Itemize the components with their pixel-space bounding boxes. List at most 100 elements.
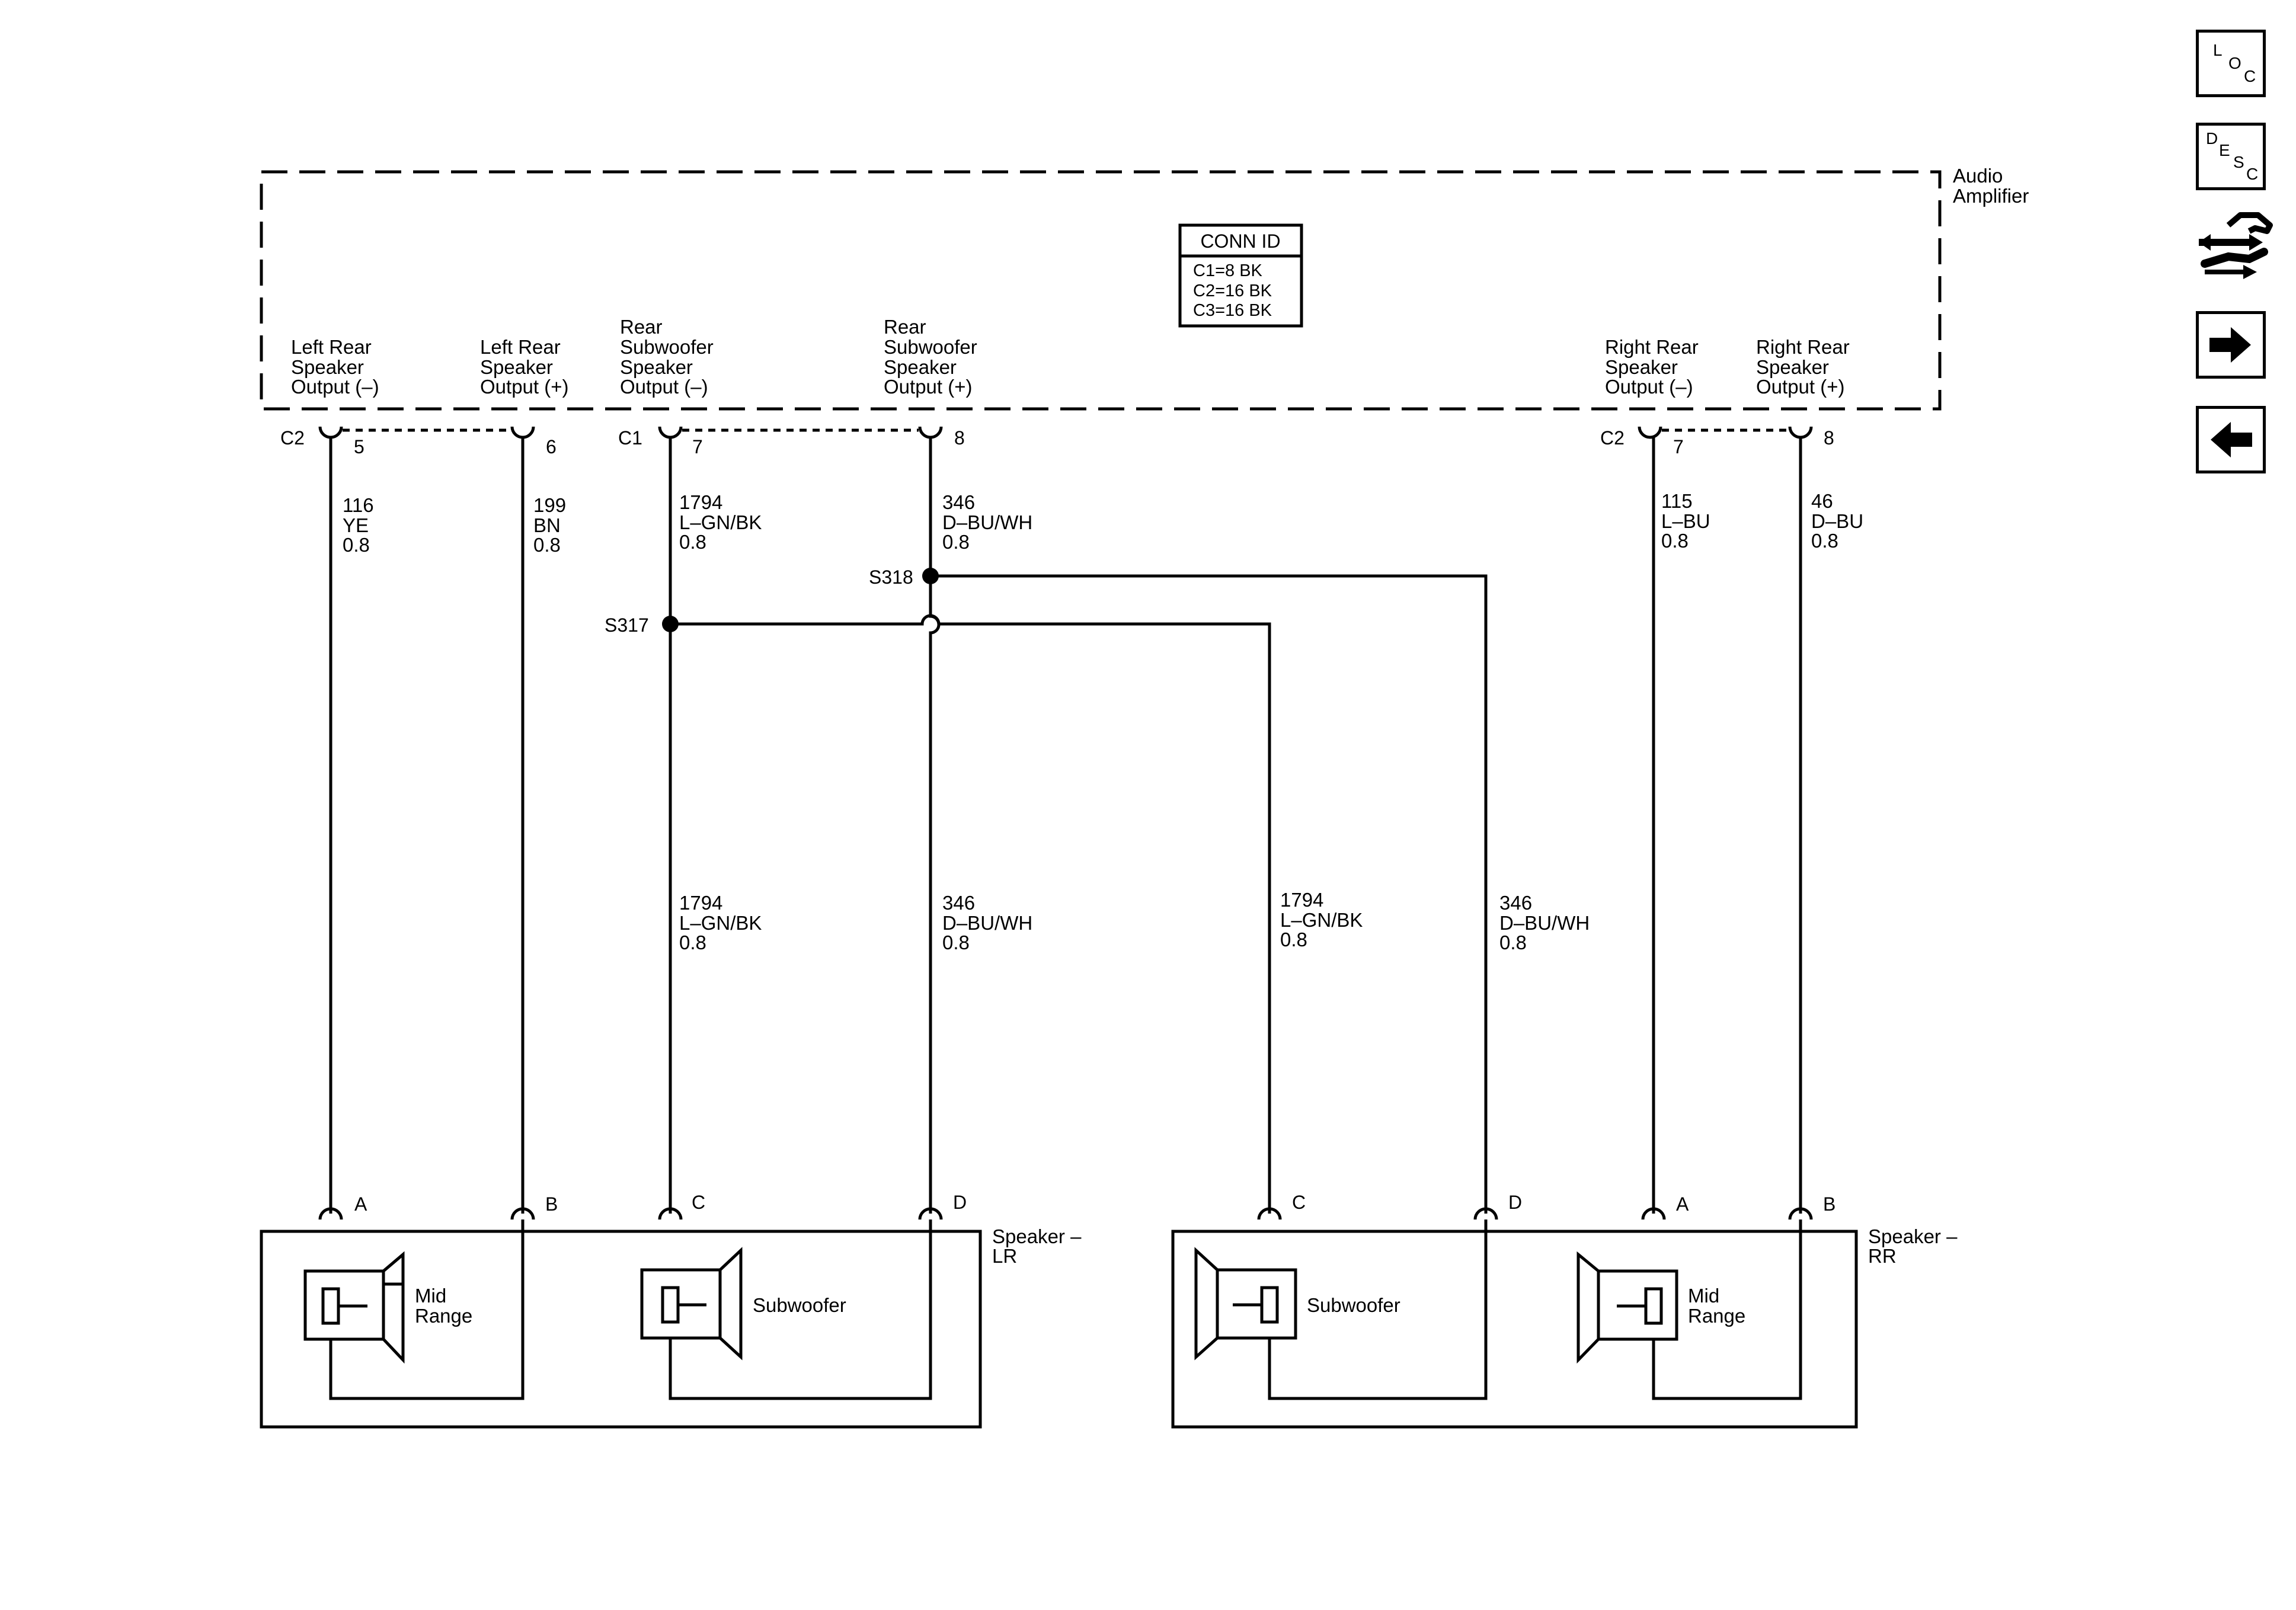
svg-text:0.8: 0.8 [1661, 530, 1689, 552]
speaker-lr-box [260, 1230, 982, 1429]
svg-text:0.8: 0.8 [679, 932, 706, 953]
connector-swap-icon [2199, 212, 2273, 279]
desc-letter: E [2219, 141, 2230, 159]
svg-text:Speaker: Speaker [291, 356, 364, 378]
conn-id-title: CONN ID [1200, 231, 1280, 252]
speaker-lr-midrange-icon [303, 1251, 405, 1364]
loc-button[interactable]: L O C [2196, 30, 2266, 97]
amplifier-outline [260, 170, 1942, 411]
svg-text:1794: 1794 [1280, 889, 1323, 911]
svg-text:Output (–): Output (–) [1605, 376, 1693, 398]
svg-text:0.8: 0.8 [1280, 929, 1307, 950]
speaker-pin: A [354, 1193, 367, 1215]
output-label-lr-plus: Left Rear Speaker Output (+) [480, 336, 568, 398]
connector-name: C1 [618, 427, 642, 449]
speaker-pin: B [545, 1193, 558, 1215]
wires [329, 437, 1802, 1214]
subwoofer-label: Subwoofer [1307, 1294, 1400, 1316]
svg-text:Speaker: Speaker [620, 356, 693, 378]
conn-id-row: C1=8 BK [1193, 261, 1263, 280]
svg-text:YE: YE [343, 514, 369, 536]
svg-text:346: 346 [942, 892, 975, 914]
speaker-pin: D [1508, 1192, 1522, 1213]
conn-id-row: C2=16 BK [1193, 281, 1272, 300]
svg-text:L–BU: L–BU [1661, 510, 1710, 532]
svg-text:Speaker: Speaker [480, 356, 553, 378]
svg-text:0.8: 0.8 [679, 531, 706, 553]
svg-text:Output (+): Output (+) [884, 376, 972, 398]
svg-text:Speaker: Speaker [1605, 356, 1678, 378]
speaker-lr-name: LR [992, 1245, 1017, 1267]
svg-text:0.8: 0.8 [942, 531, 970, 553]
svg-text:D–BU/WH: D–BU/WH [942, 511, 1032, 533]
svg-text:1794: 1794 [679, 892, 722, 914]
svg-text:Speaker: Speaker [1756, 356, 1829, 378]
desc-letter: C [2246, 165, 2259, 183]
svg-text:346: 346 [942, 491, 975, 513]
midrange-label: Mid [415, 1285, 446, 1307]
next-page-button[interactable] [2196, 311, 2266, 379]
svg-text:Right Rear: Right Rear [1605, 336, 1699, 358]
svg-text:Speaker: Speaker [884, 356, 957, 378]
svg-text:0.8: 0.8 [533, 534, 561, 556]
svg-text:Subwoofer: Subwoofer [884, 336, 977, 358]
pin-number: 7 [692, 436, 703, 457]
amp-terminals [318, 426, 1813, 439]
conn-id-table: CONN ID C1=8 BK C2=16 BK C3=16 BK [1178, 223, 1303, 328]
speaker-pin: D [953, 1192, 967, 1213]
subwoofer-label: Subwoofer [753, 1294, 846, 1316]
wire-label-1794-rr: 1794 L–GN/BK 0.8 [1280, 889, 1363, 950]
output-label-sub-plus: Rear Subwoofer Speaker Output (+) [884, 316, 977, 398]
connector-swap-button[interactable] [2193, 210, 2276, 281]
speaker-rr-name: Speaker – [1868, 1225, 1958, 1247]
arrow-right-icon [2209, 327, 2251, 363]
svg-text:L–GN/BK: L–GN/BK [679, 912, 762, 934]
wire-label-346-lower: 346 D–BU/WH 0.8 [942, 892, 1032, 953]
svg-text:D–BU/WH: D–BU/WH [1499, 912, 1590, 934]
speaker-pin: A [1676, 1193, 1689, 1215]
connector-name: C2 [280, 427, 305, 449]
output-label-rr-plus: Right Rear Speaker Output (+) [1756, 336, 1850, 398]
loc-letter: O [2228, 54, 2241, 72]
speaker-rr-midrange-icon [1576, 1251, 1678, 1364]
wire-label-346: 346 D–BU/WH 0.8 [942, 491, 1032, 553]
svg-text:L–GN/BK: L–GN/BK [679, 511, 762, 533]
conn-id-row: C3=16 BK [1193, 301, 1272, 320]
svg-text:Output (+): Output (+) [1756, 376, 1844, 398]
splice-s317-dot [662, 616, 679, 632]
output-label-lr-minus: Left Rear Speaker Output (–) [291, 336, 379, 398]
desc-letter: S [2233, 153, 2244, 171]
svg-text:Output (–): Output (–) [620, 376, 708, 398]
wire-label-1794-lower: 1794 L–GN/BK 0.8 [679, 892, 762, 953]
desc-letter: D [2206, 129, 2218, 148]
pin-number: 8 [1824, 427, 1834, 449]
connector-name: C2 [1600, 427, 1625, 449]
svg-text:199: 199 [533, 494, 566, 516]
svg-text:116: 116 [343, 494, 374, 516]
wire-label-346-rr: 346 D–BU/WH 0.8 [1499, 892, 1590, 953]
speaker-pin: C [1292, 1192, 1306, 1213]
svg-text:Rear: Rear [620, 316, 663, 338]
speaker-pin: B [1823, 1193, 1835, 1215]
pin-number: 7 [1673, 436, 1684, 457]
speaker-pin: C [692, 1192, 705, 1213]
wire-label-46: 46 D–BU 0.8 [1811, 490, 1863, 552]
speaker-rr-internal-wiring [1268, 1219, 1802, 1400]
speaker-lr-internal-wiring [329, 1219, 932, 1400]
wire-label-115: 115 L–BU 0.8 [1661, 490, 1710, 552]
splice-s318-dot [922, 568, 939, 584]
prev-page-button[interactable] [2196, 406, 2266, 473]
splice-label: S317 [605, 614, 649, 636]
wire-label-1794: 1794 L–GN/BK 0.8 [679, 491, 762, 553]
loc-letter: C [2244, 67, 2256, 85]
output-label-rr-minus: Right Rear Speaker Output (–) [1605, 336, 1699, 398]
amplifier-name: Audio [1953, 165, 2003, 187]
speaker-terminals [318, 1207, 1813, 1220]
svg-text:D–BU: D–BU [1811, 510, 1863, 532]
desc-button[interactable]: D E S C [2196, 123, 2266, 190]
midrange-label: Mid [1688, 1285, 1719, 1307]
svg-text:Left Rear: Left Rear [291, 336, 372, 358]
svg-text:BN: BN [533, 514, 561, 536]
svg-text:0.8: 0.8 [942, 932, 970, 953]
svg-text:0.8: 0.8 [343, 534, 370, 556]
